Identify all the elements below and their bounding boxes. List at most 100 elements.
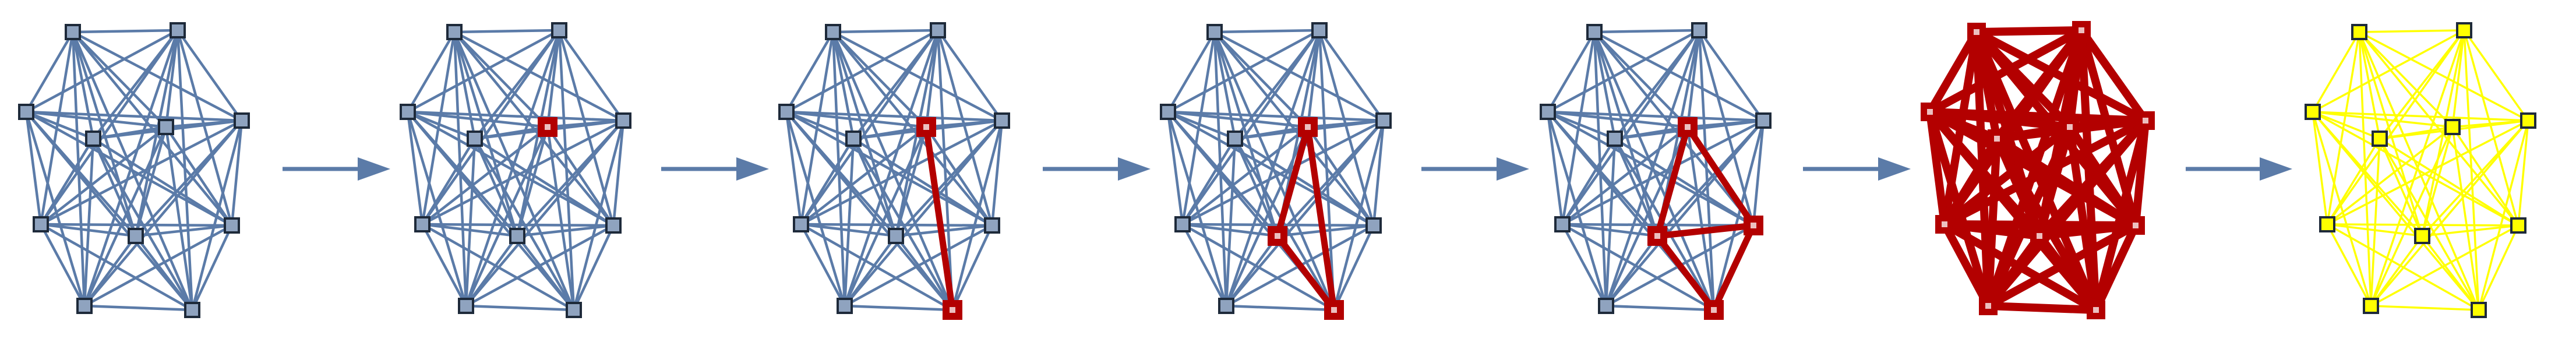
graph-panel-6 (1921, 21, 2155, 319)
graph-edge (83, 304, 194, 312)
graph-edge (473, 137, 615, 227)
graph-edge (421, 125, 549, 226)
highlighted-edge (1940, 135, 2001, 228)
graph-edge (39, 125, 168, 226)
highlighted-edge (1940, 123, 2074, 228)
graph-edge (799, 223, 954, 312)
graph-edge (190, 224, 234, 312)
highlighted-edge (1940, 117, 2150, 228)
graph-edge (1166, 110, 1385, 122)
graph-edge (39, 119, 244, 226)
graph-edge (1213, 30, 1385, 122)
graph-edge (546, 29, 561, 129)
graph-edge (39, 223, 234, 227)
graph-node (566, 302, 582, 318)
graph-node (1227, 131, 1243, 147)
graph-node (2520, 112, 2536, 129)
graph-edge (1593, 30, 1765, 122)
graph-edge (831, 30, 1004, 122)
graph-edge (230, 119, 244, 227)
graph-edge (516, 224, 615, 238)
highlighted-node-center (2067, 124, 2073, 130)
graph-edge (83, 119, 244, 308)
highlighted-edge (1993, 135, 2140, 230)
highlighted-edge (1710, 222, 1757, 313)
graph-node (1218, 298, 1234, 314)
graph-node (85, 131, 101, 147)
graph-edge (1752, 119, 1765, 227)
graph-node (2444, 119, 2461, 135)
graph-edge (1546, 110, 1689, 129)
graph-edge (1546, 110, 1564, 226)
graph-edge (2326, 119, 2529, 225)
graph-node (184, 302, 200, 318)
graph-edge (421, 119, 625, 226)
highlighted-edge (2035, 221, 2140, 240)
arrow-head (358, 157, 390, 181)
highlighted-edge (1274, 124, 1311, 239)
graph-edge (546, 125, 615, 227)
graph-edge (164, 29, 179, 129)
highlighted-node (916, 117, 936, 137)
graph-edge (421, 223, 576, 312)
graph-edge (831, 30, 855, 140)
graph-edge (799, 125, 928, 226)
graph-node (2319, 216, 2335, 232)
graph-edge (2312, 111, 2519, 227)
graph-edge (1166, 110, 1237, 140)
graph-edge (1306, 119, 1385, 129)
arrow-head (1118, 157, 1151, 181)
graph-node (234, 112, 250, 129)
graph-edge (1166, 110, 1184, 226)
highlighted-edge (2092, 221, 2140, 314)
graph-edge (1561, 119, 1765, 226)
graph-edge (1166, 29, 1321, 114)
graph-edge (83, 224, 234, 308)
graph-edge (24, 110, 168, 129)
graph-edge (39, 223, 86, 308)
highlighted-node (1744, 216, 1763, 235)
arrow-head (736, 157, 769, 181)
highlighted-edge (1984, 221, 2140, 310)
graph-edge (1372, 119, 1385, 227)
graph-edge (843, 29, 940, 308)
graph-edge (924, 119, 1004, 129)
graph-edge (1593, 30, 1617, 140)
graph-node (551, 22, 567, 38)
graph-edge (2326, 126, 2454, 225)
graph-edge (1213, 29, 1321, 34)
graph-edge (39, 223, 137, 238)
graph-edge (2358, 31, 2381, 140)
sequence-arrow-1 (283, 157, 390, 181)
graph-edge (2370, 235, 2423, 307)
graph-edge (464, 304, 576, 312)
graph-node (2305, 104, 2321, 120)
graph-edge (1613, 137, 1755, 227)
highlighted-node-center (1711, 307, 1717, 313)
graph-edge (1225, 304, 1336, 312)
highlighted-node-center (2093, 307, 2099, 313)
graph-edge (516, 125, 549, 238)
graph-edge (2370, 29, 2465, 307)
graph-edge (1181, 29, 1321, 226)
highlighted-node-center (1751, 223, 1756, 228)
graph-node (467, 131, 483, 147)
graph-edge (176, 29, 194, 312)
graph-edge (572, 224, 615, 312)
graph-edge (134, 125, 168, 238)
arrows-layer (283, 157, 2292, 181)
graph-node (994, 112, 1010, 129)
highlighted-edge (1972, 28, 2150, 125)
graph-edge (190, 119, 244, 312)
highlighted-edge (1984, 232, 2044, 310)
graph-edge (894, 234, 954, 312)
graph-edge (2379, 137, 2519, 227)
highlighted-node (1298, 117, 1318, 137)
highlighted-node-center (2037, 233, 2042, 239)
graph-edge (406, 30, 456, 114)
graph-edge (2312, 111, 2328, 225)
panels-layer (18, 21, 2536, 320)
highlighted-edge (1654, 124, 1691, 239)
graph-edge (1181, 223, 1279, 238)
graph-edge (464, 224, 615, 308)
